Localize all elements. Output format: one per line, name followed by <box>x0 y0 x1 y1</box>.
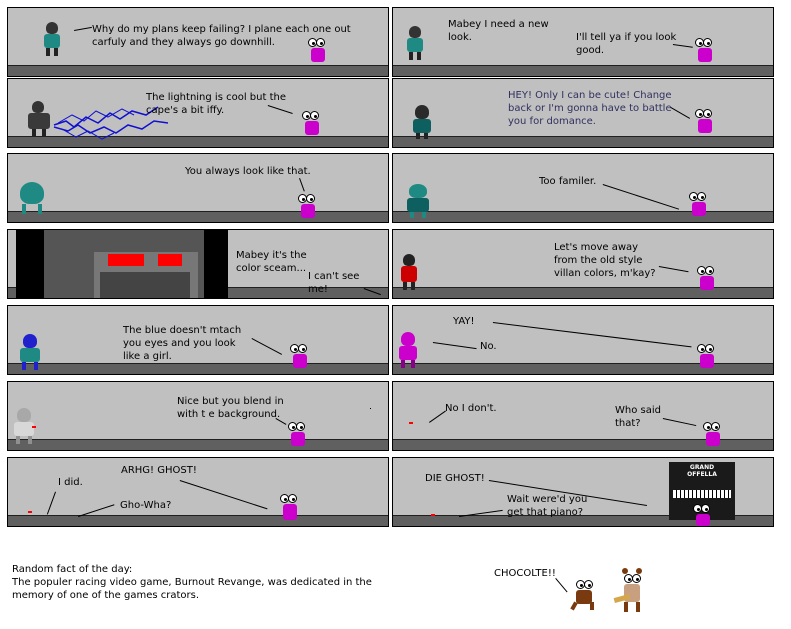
speech-text: Mabey it's the color sceam... <box>236 250 307 274</box>
comic-panel-1: Why do my plans keep failing? I plane ea… <box>7 7 389 77</box>
invisible-villain-eyes <box>28 511 32 513</box>
comic-panel-13: ARHG! GHOST! I did. Gho-Wha? <box>7 457 389 527</box>
piano-keys <box>673 490 731 498</box>
speech-text: You always look like that. <box>185 166 311 177</box>
villain-eye-right <box>158 254 182 266</box>
speech-text: Why do my plans keep failing? I plane ea… <box>92 24 351 48</box>
speech-text: Too familer. <box>539 176 597 187</box>
random-fact-text: Random fact of the day: The populer raci… <box>12 564 372 601</box>
piano-brand-label: GRAND OFFELLA <box>687 464 717 478</box>
panel-floor <box>393 65 773 76</box>
speech-text: YAY! <box>453 316 475 327</box>
speech-text: Who said that? <box>615 405 661 429</box>
comic-panel-7: Mabey it's the color sceam... I can't se… <box>7 229 389 299</box>
invisible-villain-eyes <box>409 422 413 424</box>
speech-text: No I don't. <box>445 403 497 414</box>
panel-floor <box>393 363 773 374</box>
speech-text: Nice but you blend in with t e backgroun… <box>177 396 284 420</box>
panel-floor <box>393 211 773 222</box>
comic-panel-12: No I don't. Who said that? <box>392 381 774 451</box>
panel-floor <box>393 439 773 450</box>
speech-text: Let's move away from the old style villa… <box>554 242 656 279</box>
panel-floor <box>393 136 773 147</box>
comic-panel-8: Let's move away from the old style villa… <box>392 229 774 299</box>
speech-text: Mabey I need a new look. <box>448 19 549 43</box>
comic-panel-11: Nice but you blend in with t e backgroun… <box>7 381 389 451</box>
comic-panel-9: The blue doesn't mtach you eyes and you … <box>7 305 389 375</box>
comic-panel-2: Mabey I need a new look. I'll tell ya if… <box>392 7 774 77</box>
chocolate-exclamation: CHOCOLTE!! <box>494 568 556 579</box>
comic-panel-5: You always look like that. <box>7 153 389 223</box>
comic-panel-6: Too familer. <box>392 153 774 223</box>
comic-panel-3: The lightning is cool but the cape's a b… <box>7 78 389 148</box>
speech-text: I did. <box>58 477 83 488</box>
comic-panel-10: YAY! No. <box>392 305 774 375</box>
panel-floor <box>8 136 388 147</box>
panel-floor <box>8 515 388 526</box>
comic-panel-14: DIE GHOST! Wait were'd you get that pian… <box>392 457 774 527</box>
panel-floor <box>8 65 388 76</box>
panel-floor <box>393 287 773 298</box>
speech-text: HEY! Only I can be cute! Change back or … <box>508 90 672 127</box>
speech-text: I'll tell ya if you look good. <box>576 32 677 56</box>
panel-floor <box>393 515 773 526</box>
comic-panel-4: HEY! Only I can be cute! Change back or … <box>392 78 774 148</box>
lightning-effect <box>53 106 169 140</box>
villain-eye-left <box>108 254 144 266</box>
invisible-villain-eyes <box>431 514 435 516</box>
speech-text: ARHG! GHOST! <box>121 465 197 476</box>
speech-text: The blue doesn't mtach you eyes and you … <box>123 325 242 362</box>
panel-floor <box>8 363 388 374</box>
speech-text: Gho-Wha? <box>120 500 172 511</box>
speech-text: Wait were'd you get that piano? <box>507 494 588 518</box>
panel-floor <box>8 211 388 222</box>
speech-text: The lightning is cool but the cape's a b… <box>146 92 286 116</box>
speech-text: DIE GHOST! <box>425 473 485 484</box>
panel-floor <box>8 439 388 450</box>
speech-text: No. <box>480 341 497 352</box>
speech-text: I can't see me! <box>308 271 360 295</box>
